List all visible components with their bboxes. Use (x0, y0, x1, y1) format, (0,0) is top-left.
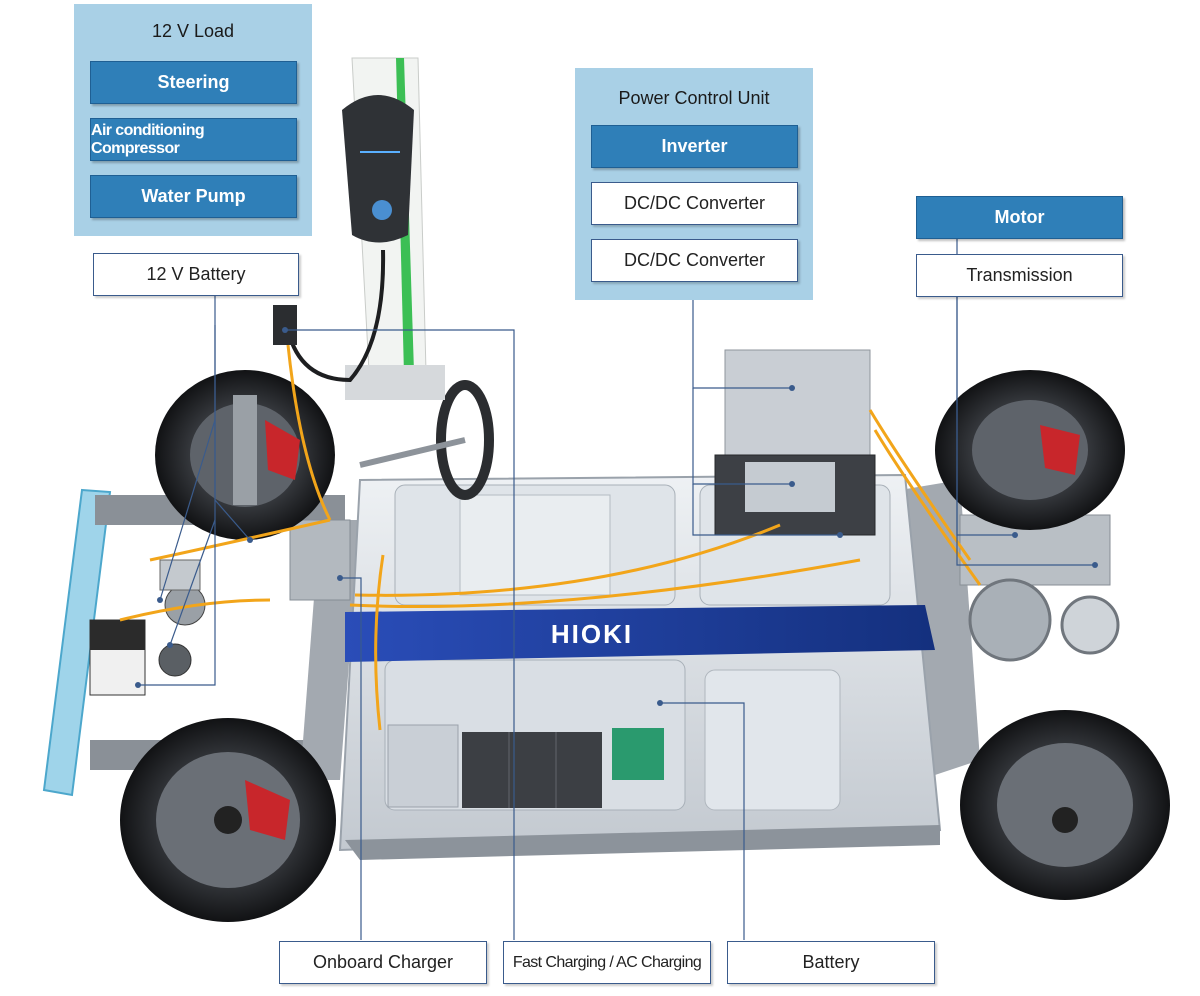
ac-compressor-label[interactable]: Air conditioning Compressor (90, 118, 297, 161)
water-pump-label[interactable]: Water Pump (90, 175, 297, 218)
pcu-panel-title: Power Control Unit (618, 88, 770, 108)
battery-label[interactable]: Battery (727, 941, 935, 984)
aux-components (89, 559, 206, 696)
steering-label[interactable]: Steering (90, 61, 297, 104)
pcu-unit (714, 349, 876, 536)
wheel-rear-left (120, 718, 336, 922)
fast-charging-label[interactable]: Fast Charging / AC Charging (503, 941, 711, 984)
leader-lines (138, 238, 1095, 940)
load-panel-title: 12 V Load (151, 21, 235, 41)
steering-wheel (359, 380, 494, 500)
dcdc-converter-label-1[interactable]: DC/DC Converter (591, 182, 798, 225)
leader-dots (135, 327, 1098, 706)
hv-cables (119, 344, 982, 731)
onboard-charger-label[interactable]: Onboard Charger (279, 941, 487, 984)
motor-label[interactable]: Motor (916, 196, 1123, 239)
transmission-label[interactable]: Transmission (916, 254, 1123, 297)
onboard-charger-unit (289, 519, 351, 601)
dcdc-converter-label-2[interactable]: DC/DC Converter (591, 239, 798, 282)
charging-station (273, 57, 445, 400)
motor-assembly (959, 514, 1120, 662)
12v-battery-label[interactable]: 12 V Battery (93, 253, 299, 296)
wheel-front-right (935, 370, 1125, 530)
wheel-rear-right (960, 710, 1170, 900)
wheel-front-left (155, 370, 335, 540)
inverter-label[interactable]: Inverter (591, 125, 798, 168)
front-bumper (42, 488, 112, 797)
brand-text: HIOKI (551, 619, 633, 649)
brand-bar: HIOKI (345, 605, 935, 662)
